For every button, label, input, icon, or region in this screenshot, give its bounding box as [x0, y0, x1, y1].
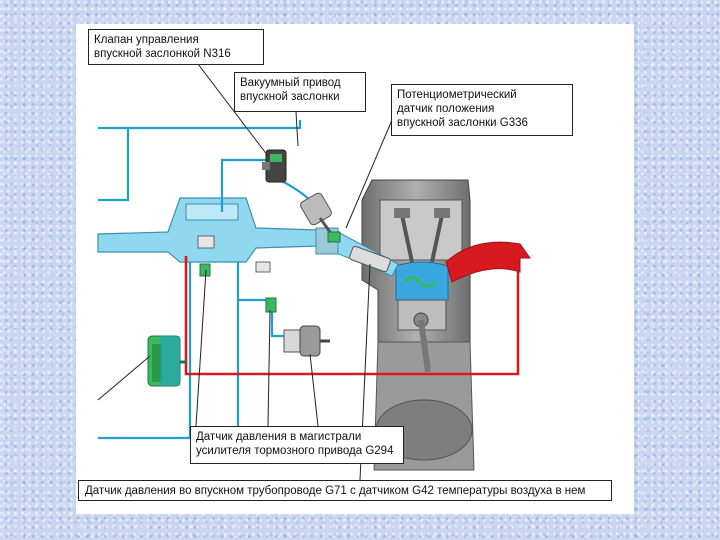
- label-throttle-position-sensor-g336: Потенциометрический датчик положения впу…: [391, 84, 573, 136]
- label-vacuum-actuator: Вакуумный привод впускной заслонки: [234, 72, 366, 112]
- vacuum-actuator-icon: [300, 192, 332, 233]
- reservoir-icon: [147, 335, 186, 387]
- brake-pressure-sensor-icon: [283, 325, 330, 357]
- green-connectors: [199, 231, 341, 313]
- exhaust-manifold: [445, 241, 531, 283]
- leader-lines: [97, 63, 393, 481]
- intake-manifold: [97, 197, 399, 277]
- label-throttle-valve-n316: Клапан управления впускной заслонкой N31…: [88, 29, 264, 65]
- label-brake-pressure-sensor-g294: Датчик давления в магистрали усилителя т…: [190, 426, 404, 464]
- label-intake-pressure-sensor-g71: Датчик давления во впускном трубопроводе…: [78, 480, 612, 501]
- solenoid-valve-icon: [262, 149, 287, 183]
- cylinder: [395, 261, 449, 373]
- pressure-sensor-icon: [349, 245, 391, 273]
